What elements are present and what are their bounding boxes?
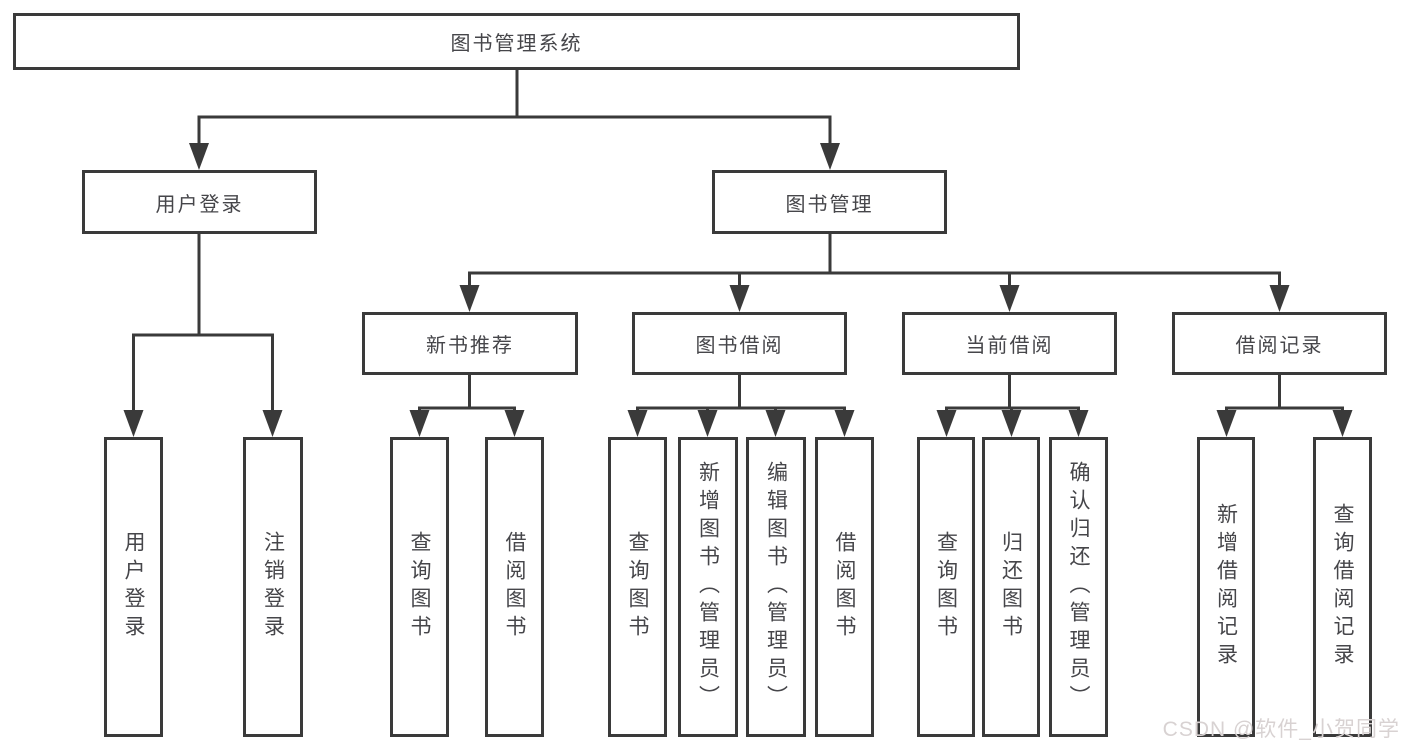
node-current-borrow: 当前借阅	[902, 312, 1117, 375]
leaf-borrow-books: 借阅图书	[815, 437, 874, 737]
leaf-recommend-query-books: 查询图书	[390, 437, 449, 737]
leaf-borrow-query-books: 查询图书	[608, 437, 667, 737]
node-new-book-recommend: 新书推荐	[362, 312, 578, 375]
leaf-return-books: 归还图书	[982, 437, 1040, 737]
node-book-borrow: 图书借阅	[632, 312, 847, 375]
leaf-add-books-admin: 新增图书（管理员）	[678, 437, 738, 737]
watermark: CSDN @软件_小贺同学	[1162, 718, 1400, 741]
leaf-edit-books-admin: 编辑图书（管理员）	[746, 437, 806, 737]
leaf-confirm-return-admin: 确认归还（管理员）	[1049, 437, 1108, 737]
leaf-logout: 注销登录	[243, 437, 303, 737]
leaf-user-login: 用户登录	[104, 437, 163, 737]
leaf-query-borrow-record: 查询借阅记录	[1313, 437, 1372, 737]
leaf-current-query-books: 查询图书	[917, 437, 975, 737]
node-user-login: 用户登录	[82, 170, 317, 234]
node-borrow-records: 借阅记录	[1172, 312, 1387, 375]
leaf-add-borrow-record: 新增借阅记录	[1197, 437, 1255, 737]
node-root-system: 图书管理系统	[13, 13, 1020, 70]
node-book-management: 图书管理	[712, 170, 947, 234]
leaf-recommend-borrow-books: 借阅图书	[485, 437, 544, 737]
